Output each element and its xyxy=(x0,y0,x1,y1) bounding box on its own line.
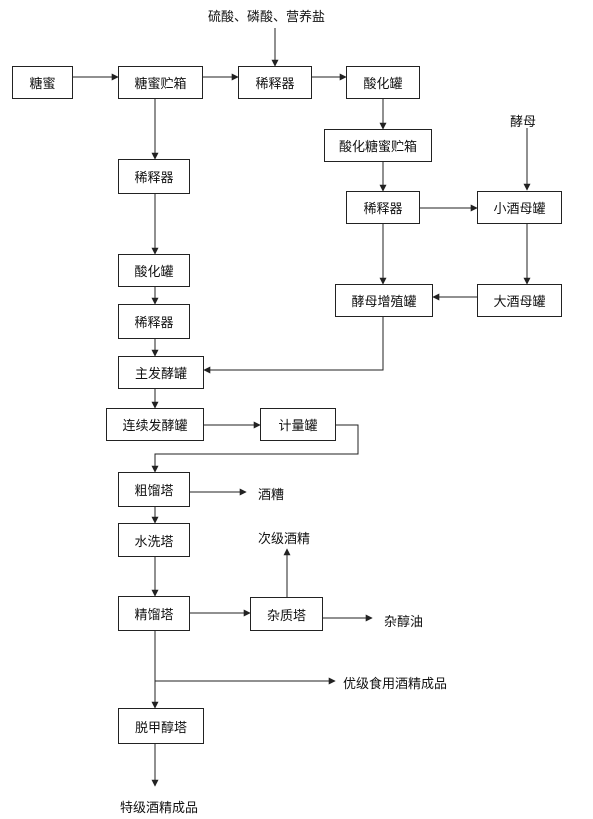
arrow-prop-tank-to-main-ferment xyxy=(203,317,384,374)
label-fusel-oil: 杂醇油 xyxy=(384,615,424,630)
node-acidify-top: 酸化罐 xyxy=(346,66,420,99)
node-molasses: 糖蜜 xyxy=(12,66,73,99)
node-rectify-column: 精馏塔 xyxy=(118,596,190,631)
node-yeast-prop-tank: 酵母增殖罐 xyxy=(335,284,433,317)
node-demethanol-column: 脱甲醇塔 xyxy=(118,708,204,744)
node-metering-tank: 计量罐 xyxy=(260,408,336,441)
node-diluter-left2: 稀释器 xyxy=(118,304,190,339)
node-diluter-left1: 稀释器 xyxy=(118,159,190,194)
label-yeast: 酵母 xyxy=(510,115,537,130)
arrow-metering-to-crude xyxy=(151,424,359,473)
label-premium-food-alcohol: 优级食用酒精成品 xyxy=(343,677,448,692)
node-molasses-tank: 糖蜜贮箱 xyxy=(118,66,203,99)
node-impurity-column: 杂质塔 xyxy=(250,597,323,631)
node-main-ferment: 主发酵罐 xyxy=(118,356,204,389)
node-diluter-top: 稀释器 xyxy=(238,66,312,99)
label-secondary-alcohol: 次级酒精 xyxy=(258,532,311,547)
node-big-yeast-tank: 大酒母罐 xyxy=(477,284,562,317)
node-small-yeast-tank: 小酒母罐 xyxy=(477,191,562,224)
node-diluter-right: 稀释器 xyxy=(346,191,420,224)
node-crude-column: 粗馏塔 xyxy=(118,472,190,507)
label-vinasse: 酒糟 xyxy=(258,488,285,503)
label-additives: 硫酸、磷酸、营养盐 xyxy=(208,10,326,25)
node-acidify-left: 酸化罐 xyxy=(118,254,190,287)
label-special-alcohol: 特级酒精成品 xyxy=(120,801,199,816)
node-wash-column: 水洗塔 xyxy=(118,523,190,557)
node-continuous-ferment: 连续发酵罐 xyxy=(106,408,204,441)
node-acid-molasses-tank: 酸化糖蜜贮箱 xyxy=(324,129,432,162)
